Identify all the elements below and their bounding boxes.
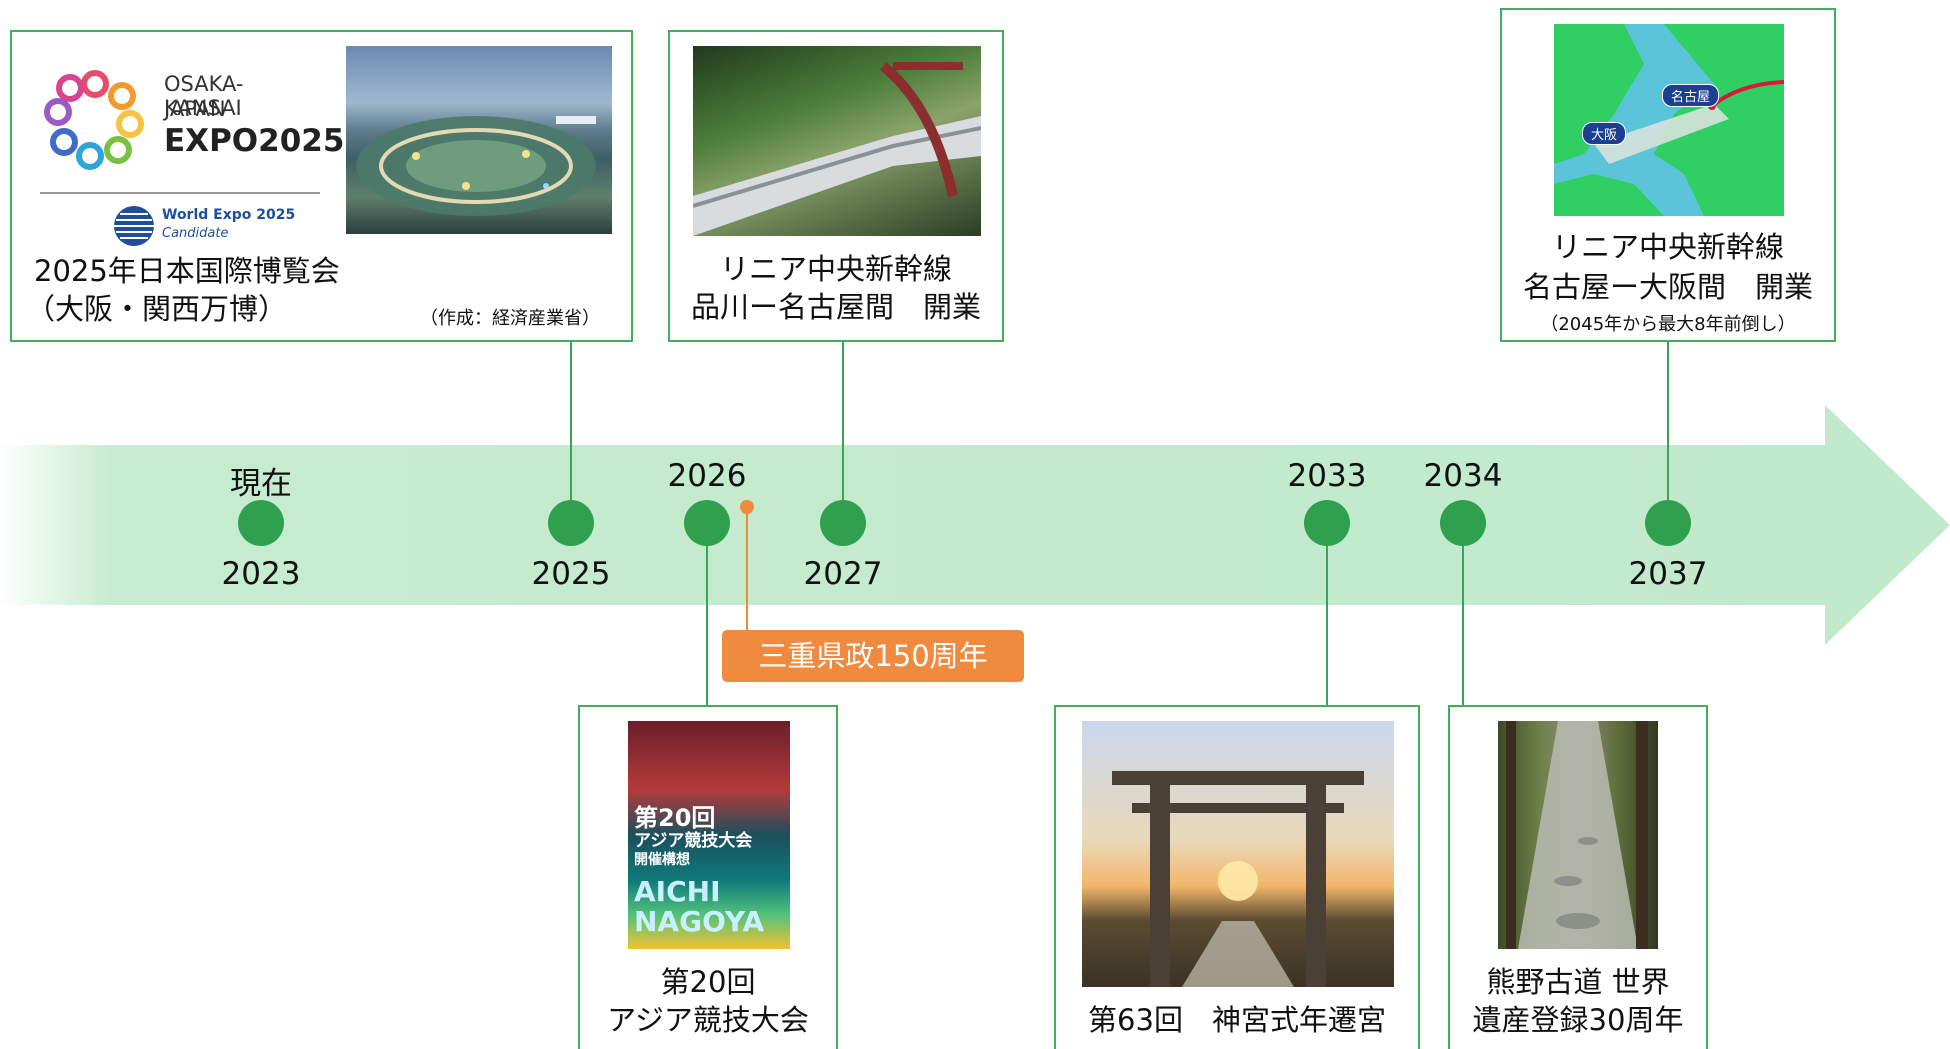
card-linear-nagoya-osaka: 名古屋 大阪 リニア中央新幹線 名古屋ー大阪間 開業 （2045年から最大8年前… xyxy=(1500,8,1836,342)
timeline-dot xyxy=(1440,500,1486,546)
event-badge: 三重県政150周年 xyxy=(722,630,1024,682)
timeline-dot xyxy=(548,500,594,546)
map-label-osaka: 大阪 xyxy=(1582,122,1627,145)
badge-marker-dot xyxy=(740,500,754,514)
badge-connector xyxy=(746,512,748,630)
linear1-title-line1: リニア中央新幹線 xyxy=(719,252,952,286)
maglev-train-image xyxy=(693,46,981,236)
timeline-dot xyxy=(1645,500,1691,546)
torii-gate-illustration xyxy=(1112,771,1364,987)
asian-games-poster-image: 第20回 アジア競技大会 開催構想 AICHI NAGOYA xyxy=(628,721,790,949)
card-shrine-relocation: 第63回 神宮式年遷宮 xyxy=(1054,705,1420,1049)
kumano-title-line1: 熊野古道 世界 xyxy=(1486,965,1670,999)
expo-logo-line3: EXPO2025 xyxy=(164,123,345,159)
poster-line1: 第20回 xyxy=(634,804,716,832)
connector-line xyxy=(1462,525,1464,705)
card-expo: OSAKA-KANSAI JAPAN EXPO2025 World Expo 2… xyxy=(10,30,633,342)
poster-line5: NAGOYA xyxy=(634,905,765,938)
expo-title-line1: 2025年日本国際博覧会 xyxy=(34,254,340,288)
linear1-title-line2: 品川ー名古屋間 開業 xyxy=(690,290,981,324)
expo-logo-icon xyxy=(44,70,144,170)
timeline-band xyxy=(0,445,1830,605)
route-map-illustration xyxy=(1554,24,1784,216)
connector-line xyxy=(842,340,844,523)
point-bottom-label: 2023 xyxy=(221,556,301,592)
expo-site-image xyxy=(346,46,612,234)
asian-games-title-line2: アジア競技大会 xyxy=(607,1003,809,1037)
point-top-label: 2033 xyxy=(1287,458,1367,494)
kumano-title-line2: 遺産登録30周年 xyxy=(1472,1003,1684,1037)
timeline-dot xyxy=(1304,500,1350,546)
timeline-arrowhead xyxy=(1825,405,1950,645)
point-bottom-label: 2037 xyxy=(1628,556,1708,592)
expo-title-line2: （大阪・関西万博） xyxy=(26,292,288,326)
shrine-title: 第63回 神宮式年遷宮 xyxy=(1088,1003,1386,1037)
point-top-label: 2026 xyxy=(667,458,747,494)
connector-line xyxy=(706,525,708,705)
poster-line4: AICHI xyxy=(634,875,721,908)
timeline-dot xyxy=(684,500,730,546)
point-bottom-label: 2027 xyxy=(803,556,883,592)
expo-logo-divider xyxy=(40,192,320,194)
expo-logo: OSAKA-KANSAI JAPAN EXPO2025 World Expo 2… xyxy=(40,54,344,246)
connector-line xyxy=(1326,525,1328,705)
point-top-label: 現在 xyxy=(230,466,292,502)
map-label-nagoya: 名古屋 xyxy=(1662,84,1720,107)
point-top-label: 2034 xyxy=(1423,458,1503,494)
expo-site-illustration xyxy=(356,116,596,216)
expo-logo-sub2: Candidate xyxy=(162,226,229,241)
route-map-image: 名古屋 大阪 xyxy=(1554,24,1784,216)
maglev-train-illustration xyxy=(693,62,981,236)
point-bottom-label: 2025 xyxy=(531,556,611,592)
expo-logo-line2: JAPAN xyxy=(164,97,226,121)
kumano-kodo-illustration xyxy=(1506,721,1648,949)
card-kumano-kodo: 熊野古道 世界 遺産登録30周年 xyxy=(1448,705,1708,1049)
card-linear-shinagawa-nagoya: リニア中央新幹線 品川ー名古屋間 開業 xyxy=(668,30,1004,342)
asian-games-title-line1: 第20回 xyxy=(660,965,756,999)
kumano-kodo-image xyxy=(1498,721,1658,949)
expo-logo-line1: OSAKA-KANSAI xyxy=(164,72,244,120)
torii-gate-image xyxy=(1082,721,1394,987)
card-asian-games: 第20回 アジア競技大会 開催構想 AICHI NAGOYA 第20回 アジア競… xyxy=(578,705,838,1049)
connector-line xyxy=(570,340,572,523)
linear2-title-line2: 名古屋ー大阪間 開業 xyxy=(1522,270,1813,304)
linear2-note: （2045年から最大8年前倒し） xyxy=(1540,314,1796,335)
poster-line2: アジア競技大会 xyxy=(634,831,753,851)
expo-logo-sub1: World Expo 2025 xyxy=(162,207,296,223)
connector-line xyxy=(1667,340,1669,523)
poster-line3: 開催構想 xyxy=(634,852,690,868)
linear2-title-line1: リニア中央新幹線 xyxy=(1551,230,1784,264)
world-expo-globe-icon xyxy=(114,206,154,246)
timeline-dot xyxy=(238,500,284,546)
expo-credit-note: （作成：経済産業省） xyxy=(420,308,600,329)
timeline-dot xyxy=(820,500,866,546)
